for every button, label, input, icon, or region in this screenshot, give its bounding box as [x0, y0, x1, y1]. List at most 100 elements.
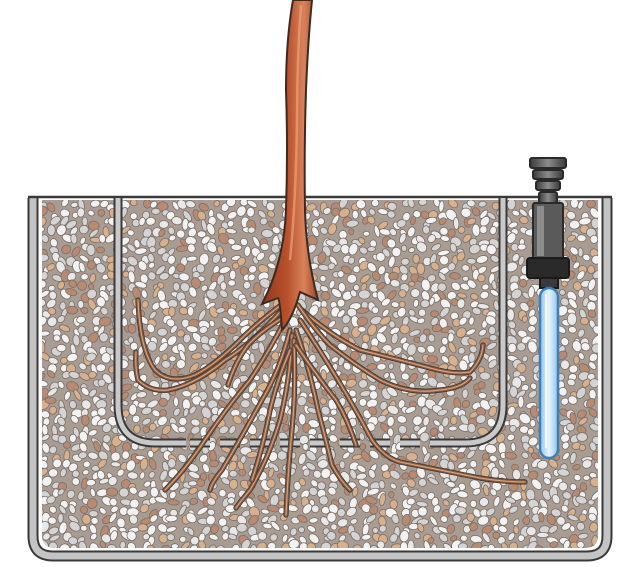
pebble	[358, 289, 371, 300]
pebble	[262, 373, 270, 384]
pebble	[72, 334, 81, 347]
pebble	[147, 340, 158, 352]
pebble	[149, 200, 158, 209]
pebble	[576, 432, 588, 442]
pebble	[590, 217, 598, 229]
pebble	[479, 216, 491, 227]
pebble	[524, 508, 531, 517]
pebble	[439, 255, 450, 266]
pebble	[522, 516, 531, 525]
pebble	[80, 524, 88, 532]
pebble	[447, 200, 458, 209]
pebble	[187, 342, 198, 352]
pebble	[86, 288, 98, 300]
pebble	[129, 316, 137, 325]
pebble	[388, 491, 395, 499]
pebble	[407, 226, 416, 238]
pebble	[226, 326, 238, 334]
pebble	[577, 200, 584, 210]
pebble	[438, 200, 445, 213]
pebble	[465, 328, 476, 336]
pebble	[187, 480, 198, 487]
pebble	[507, 342, 517, 353]
pebble	[81, 414, 90, 426]
pebble	[247, 226, 256, 234]
pebble	[66, 381, 79, 392]
pebble	[366, 363, 378, 371]
pebble	[56, 343, 67, 353]
pebble	[379, 316, 392, 326]
pebble	[89, 228, 99, 238]
pebble	[386, 238, 397, 249]
pebble	[320, 369, 328, 381]
pebble	[521, 200, 528, 208]
pebble	[266, 478, 276, 489]
pebble	[57, 280, 65, 290]
pebble	[510, 442, 517, 452]
pebble	[238, 309, 248, 317]
pebble	[268, 253, 277, 263]
pebble	[518, 208, 528, 217]
pebble	[521, 355, 529, 363]
pebble	[358, 398, 368, 407]
pebble	[580, 342, 591, 352]
pebble	[449, 272, 461, 280]
pebble	[375, 252, 386, 262]
pebble	[129, 200, 138, 207]
pebble	[358, 237, 366, 245]
pebble	[216, 245, 225, 256]
pebble	[182, 333, 192, 344]
pebble	[375, 332, 387, 344]
pebble	[336, 298, 346, 308]
pebble	[479, 290, 490, 300]
pebble	[61, 200, 69, 208]
pebble	[320, 291, 331, 301]
pebble	[232, 315, 242, 326]
pebble	[253, 282, 262, 296]
pebble	[227, 279, 236, 287]
pebble	[129, 341, 139, 351]
pebble	[456, 451, 466, 459]
pebble	[195, 263, 206, 274]
pebble	[78, 261, 86, 273]
pebble	[388, 362, 395, 370]
pebble	[416, 262, 426, 275]
pebble	[256, 251, 266, 261]
pebble	[149, 310, 157, 320]
pebble	[319, 285, 329, 293]
pebble	[95, 262, 106, 274]
pebble	[68, 279, 77, 289]
pebble	[215, 342, 227, 352]
pebble	[56, 315, 66, 324]
pebble	[246, 206, 255, 218]
pebble	[42, 271, 49, 281]
pebble	[126, 255, 139, 267]
pebble	[486, 341, 498, 351]
pebble	[589, 234, 598, 244]
pebble	[591, 254, 598, 265]
pebble	[179, 298, 188, 308]
pebble	[591, 343, 598, 354]
pebble	[517, 243, 527, 251]
pebble	[158, 229, 166, 237]
pebble	[210, 353, 218, 360]
pebble	[127, 336, 134, 344]
pebble	[65, 288, 78, 297]
pebble	[479, 209, 489, 219]
pebble	[165, 514, 178, 523]
pebble	[167, 226, 176, 236]
pebble	[133, 239, 141, 249]
pebble	[219, 281, 227, 291]
pebble	[510, 288, 523, 300]
pebble	[362, 230, 371, 237]
pebble	[337, 282, 346, 293]
pebble	[240, 399, 251, 409]
pebble	[519, 499, 527, 508]
pebble	[518, 278, 528, 288]
pebble	[106, 544, 117, 548]
pebble	[177, 426, 187, 433]
pebble	[511, 209, 520, 217]
pebble	[461, 264, 470, 272]
pebble	[196, 230, 207, 238]
pebble	[448, 354, 459, 367]
